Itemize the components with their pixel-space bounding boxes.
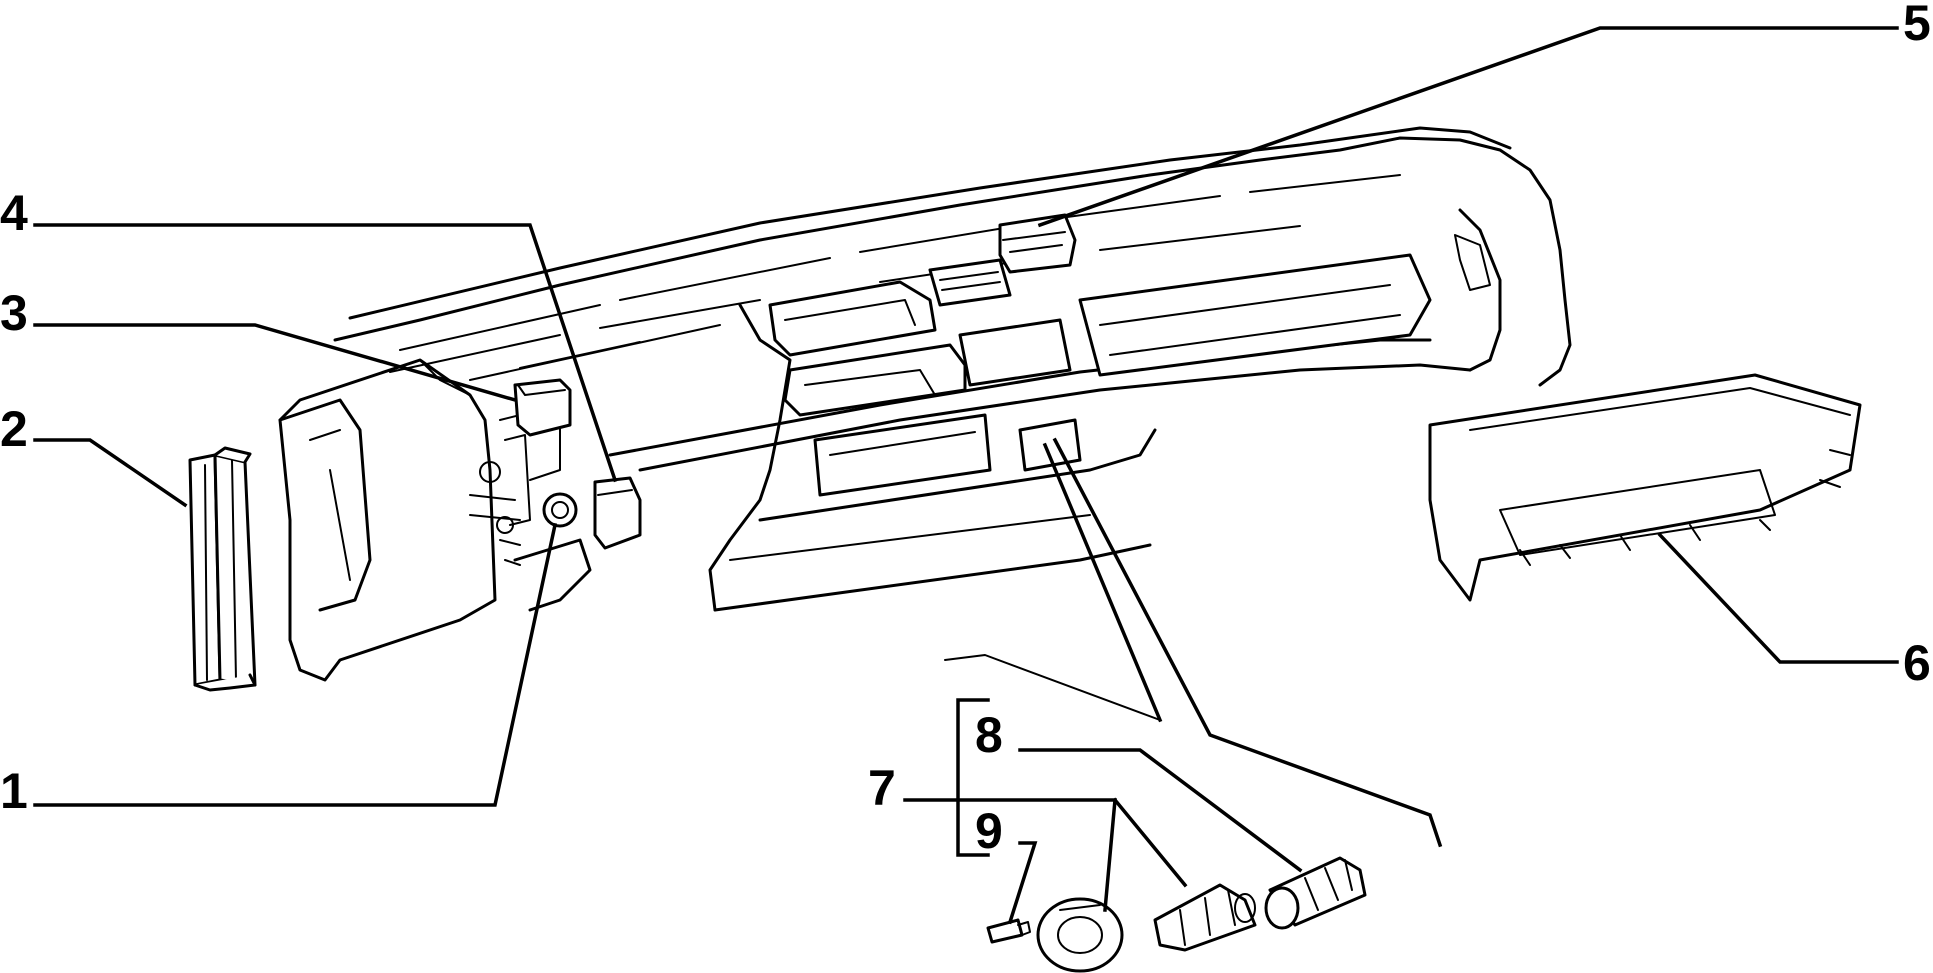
callout-7: 7 (868, 760, 896, 816)
part-8-lighter-socket (1264, 856, 1367, 930)
part-4-rocker-switch (593, 476, 642, 550)
callout-8: 8 (975, 707, 1003, 763)
callout-4: 4 (0, 185, 28, 241)
part-7-lighter-plug (1153, 883, 1257, 952)
leader-lines (33, 26, 1899, 925)
callout-5: 5 (1903, 0, 1931, 51)
callout-6: 6 (1903, 635, 1931, 691)
callout-3: 3 (0, 285, 28, 341)
part-6-glove-box (1428, 373, 1862, 602)
dashboard-panel (278, 126, 1572, 682)
part-7-bezel-ring (1036, 897, 1124, 973)
callout-9: 9 (975, 803, 1003, 859)
part-2-seal-strip (188, 446, 257, 692)
part-3-switch-button (513, 378, 572, 437)
callout-2: 2 (0, 401, 28, 457)
callout-1: 1 (0, 763, 28, 819)
part-1-round-knob (542, 492, 578, 528)
part-5-hazard-switch (998, 213, 1077, 274)
